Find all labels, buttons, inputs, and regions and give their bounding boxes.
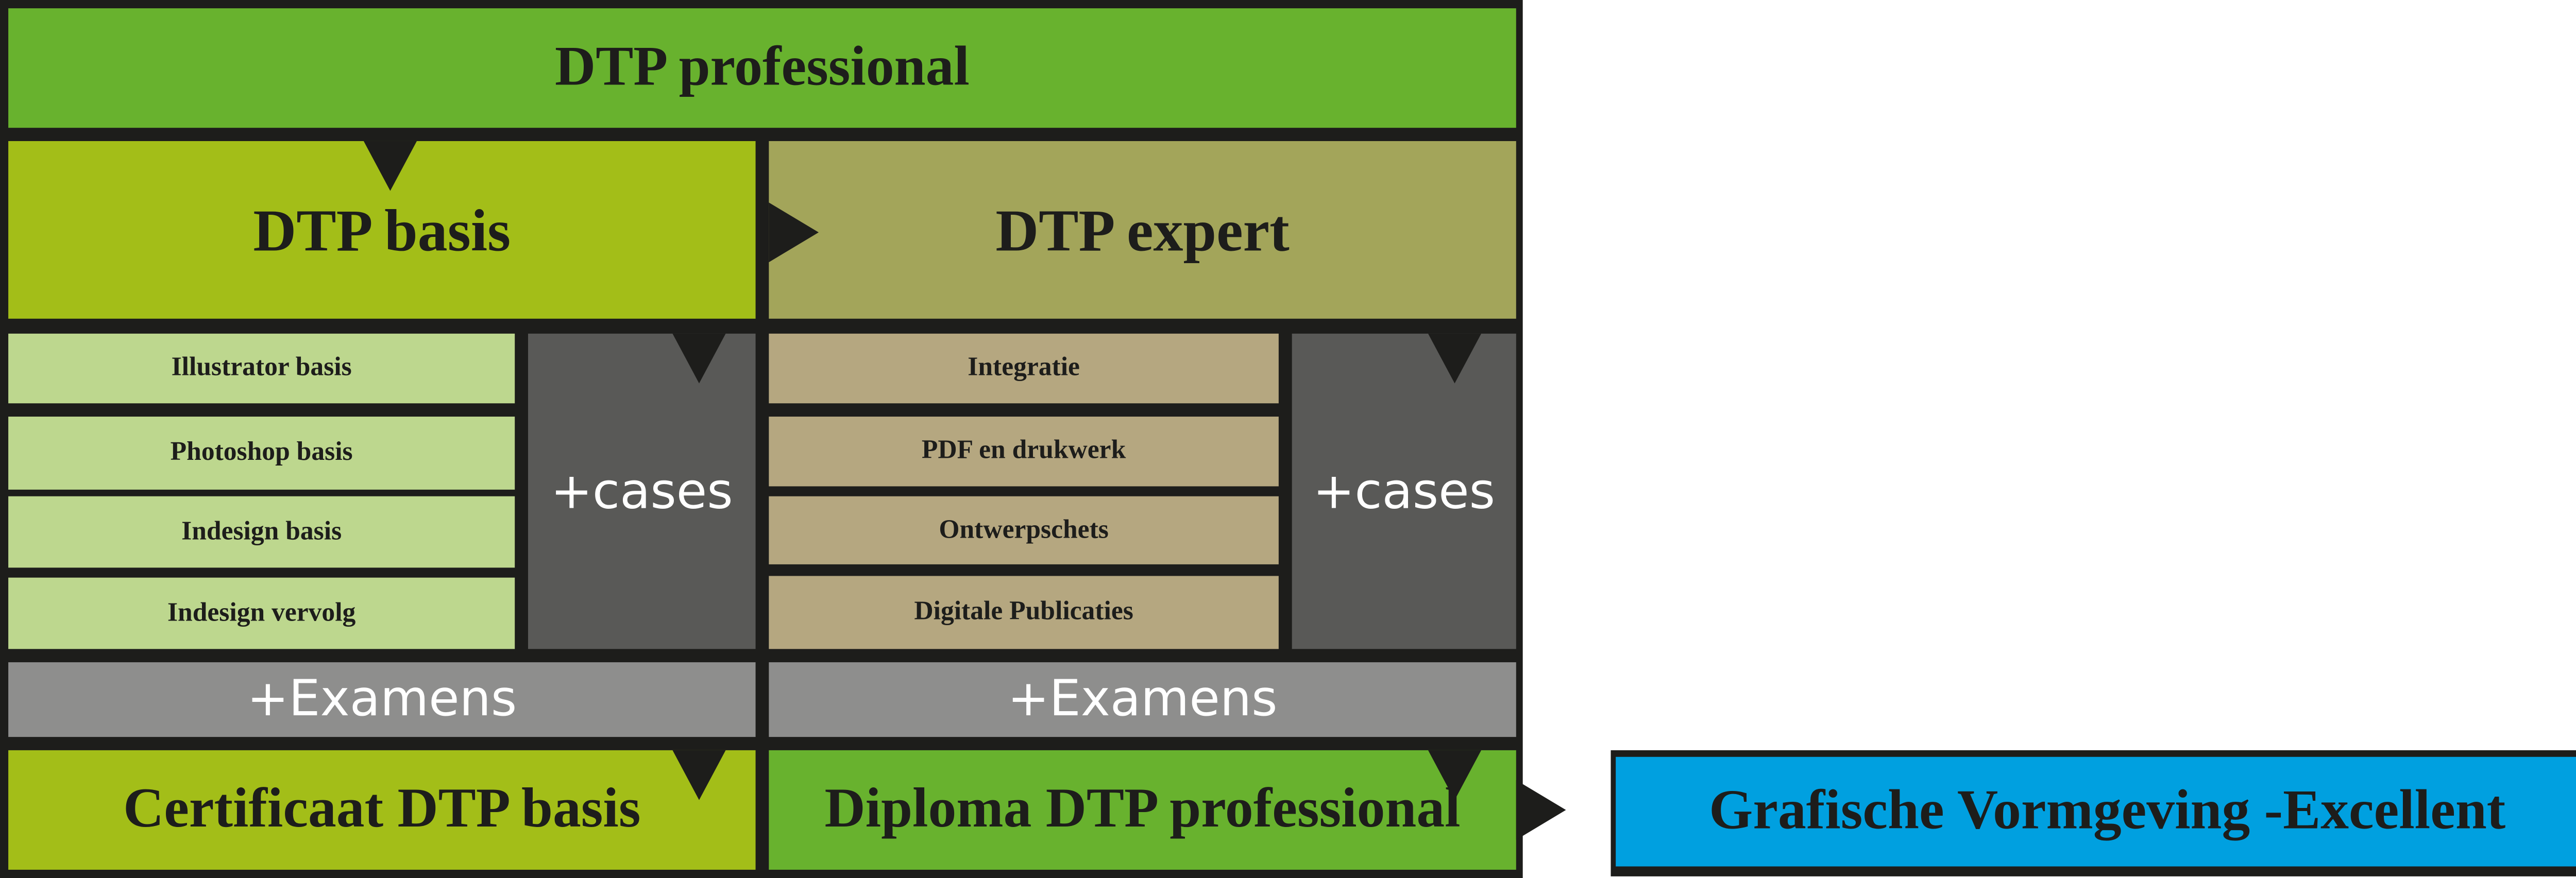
arrow-down-icon (1428, 333, 1482, 384)
module-pdf-en-drukwerk: PDF en drukwerk (769, 417, 1279, 487)
module-label: Ontwerpschets (939, 515, 1109, 544)
diploma-block: Diploma DTP professional (769, 750, 1516, 870)
dtp-professional-title: DTP professional (555, 36, 970, 98)
basis-exams-block: +Examens (8, 662, 756, 737)
module-photoshop-basis: Photoshop basis (8, 417, 515, 490)
dtp-expert-title: DTP expert (995, 196, 1290, 263)
dtp-expert-block: DTP expert (769, 141, 1516, 319)
expert-cases-block: +cases (1292, 333, 1516, 649)
basis-cases-block: +cases (528, 333, 756, 649)
arrow-down-icon (672, 333, 726, 384)
module-label: Illustrator basis (171, 353, 352, 382)
dtp-professional-header: DTP professional (8, 8, 1516, 128)
arrow-down-icon (363, 141, 417, 191)
exams-label: +Examens (247, 670, 517, 729)
dtp-basis-title: DTP basis (253, 196, 511, 263)
module-label: Indesign basis (181, 517, 342, 545)
grafische-vormgeving-block: Grafische Vormgeving -Excellent (1616, 756, 2576, 867)
exams-label: +Examens (1007, 670, 1278, 729)
arrow-right-icon (1516, 780, 1566, 840)
module-ontwerpschets: Ontwerpschets (769, 496, 1279, 564)
cases-label: +cases (550, 462, 733, 521)
module-indesign-basis: Indesign basis (8, 496, 515, 568)
grafische-vormgeving-title: Grafische Vormgeving -Excellent (1709, 780, 2506, 842)
module-label: PDF en drukwerk (921, 436, 1126, 465)
module-label: Integratie (968, 353, 1080, 382)
arrow-right-icon (769, 202, 819, 263)
diploma-title: Diploma DTP professional (824, 778, 1461, 840)
module-label: Indesign vervolg (167, 598, 356, 627)
module-label: Digitale Publicaties (914, 597, 1133, 626)
certificaat-title: Certificaat DTP basis (123, 778, 641, 840)
certificaat-block: Certificaat DTP basis (8, 750, 756, 870)
module-indesign-vervolg: Indesign vervolg (8, 577, 515, 649)
module-label: Photoshop basis (170, 438, 353, 467)
arrow-down-icon (672, 750, 726, 800)
arrow-down-icon (1428, 750, 1482, 800)
module-illustrator-basis: Illustrator basis (8, 333, 515, 404)
module-digitale-publicaties: Digitale Publicaties (769, 576, 1279, 649)
cases-label: +cases (1313, 462, 1496, 521)
expert-exams-block: +Examens (769, 662, 1516, 737)
module-integratie: Integratie (769, 333, 1279, 404)
